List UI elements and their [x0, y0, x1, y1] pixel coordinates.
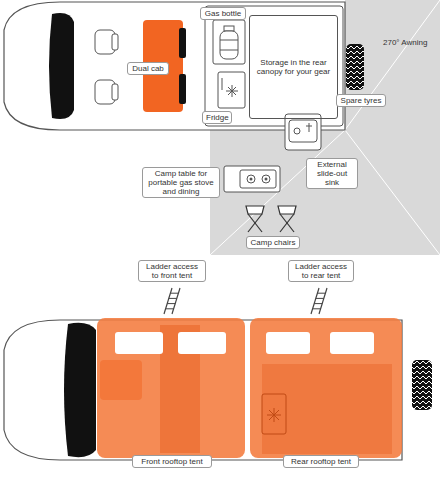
- ladder-rung: [316, 298, 324, 299]
- label-text: Camp chairs: [250, 238, 296, 247]
- label-text: Gas bottle: [204, 9, 242, 18]
- label-box: Ladder access to front tent: [138, 260, 206, 282]
- label-box: External slide-out sink: [306, 158, 358, 189]
- label-text: Camp table for portable gas stove and di…: [146, 169, 216, 196]
- label-box: Camp chairs: [246, 236, 300, 249]
- label-box: Camp table for portable gas stove and di…: [142, 167, 220, 198]
- label-text: Storage in the rear canopy for your gear: [254, 58, 333, 76]
- label-text: Front rooftop tent: [136, 457, 208, 466]
- ladder-rung: [314, 303, 322, 304]
- storage-area: Storage in the rear canopy for your gear: [249, 15, 338, 119]
- label-text: Spare tyres: [340, 96, 382, 105]
- label-box: Rear rooftop tent: [283, 455, 359, 468]
- label-text: External slide-out sink: [310, 160, 354, 187]
- label-box: Front rooftop tent: [132, 455, 212, 468]
- ladder-rung: [317, 293, 325, 294]
- awning-label: 270° Awning: [383, 38, 427, 47]
- ladder-rung: [169, 298, 177, 299]
- label-text: Rear rooftop tent: [287, 457, 355, 466]
- label-box: Fridge: [202, 111, 232, 124]
- ladder-rung: [170, 293, 178, 294]
- label-text: Fridge: [206, 113, 228, 122]
- label-text: Dual cab: [131, 64, 165, 73]
- label-box: Ladder access to rear tent: [288, 260, 354, 282]
- ladder-rung: [166, 308, 174, 309]
- label-text: Ladder access to rear tent: [292, 262, 350, 280]
- label-box: Dual cab: [127, 62, 169, 75]
- ladder-rung: [313, 308, 321, 309]
- label-text: Ladder access to front tent: [142, 262, 202, 280]
- label-box: Gas bottle: [200, 7, 246, 20]
- ladder-rung: [167, 303, 175, 304]
- label-box: Spare tyres: [336, 94, 386, 107]
